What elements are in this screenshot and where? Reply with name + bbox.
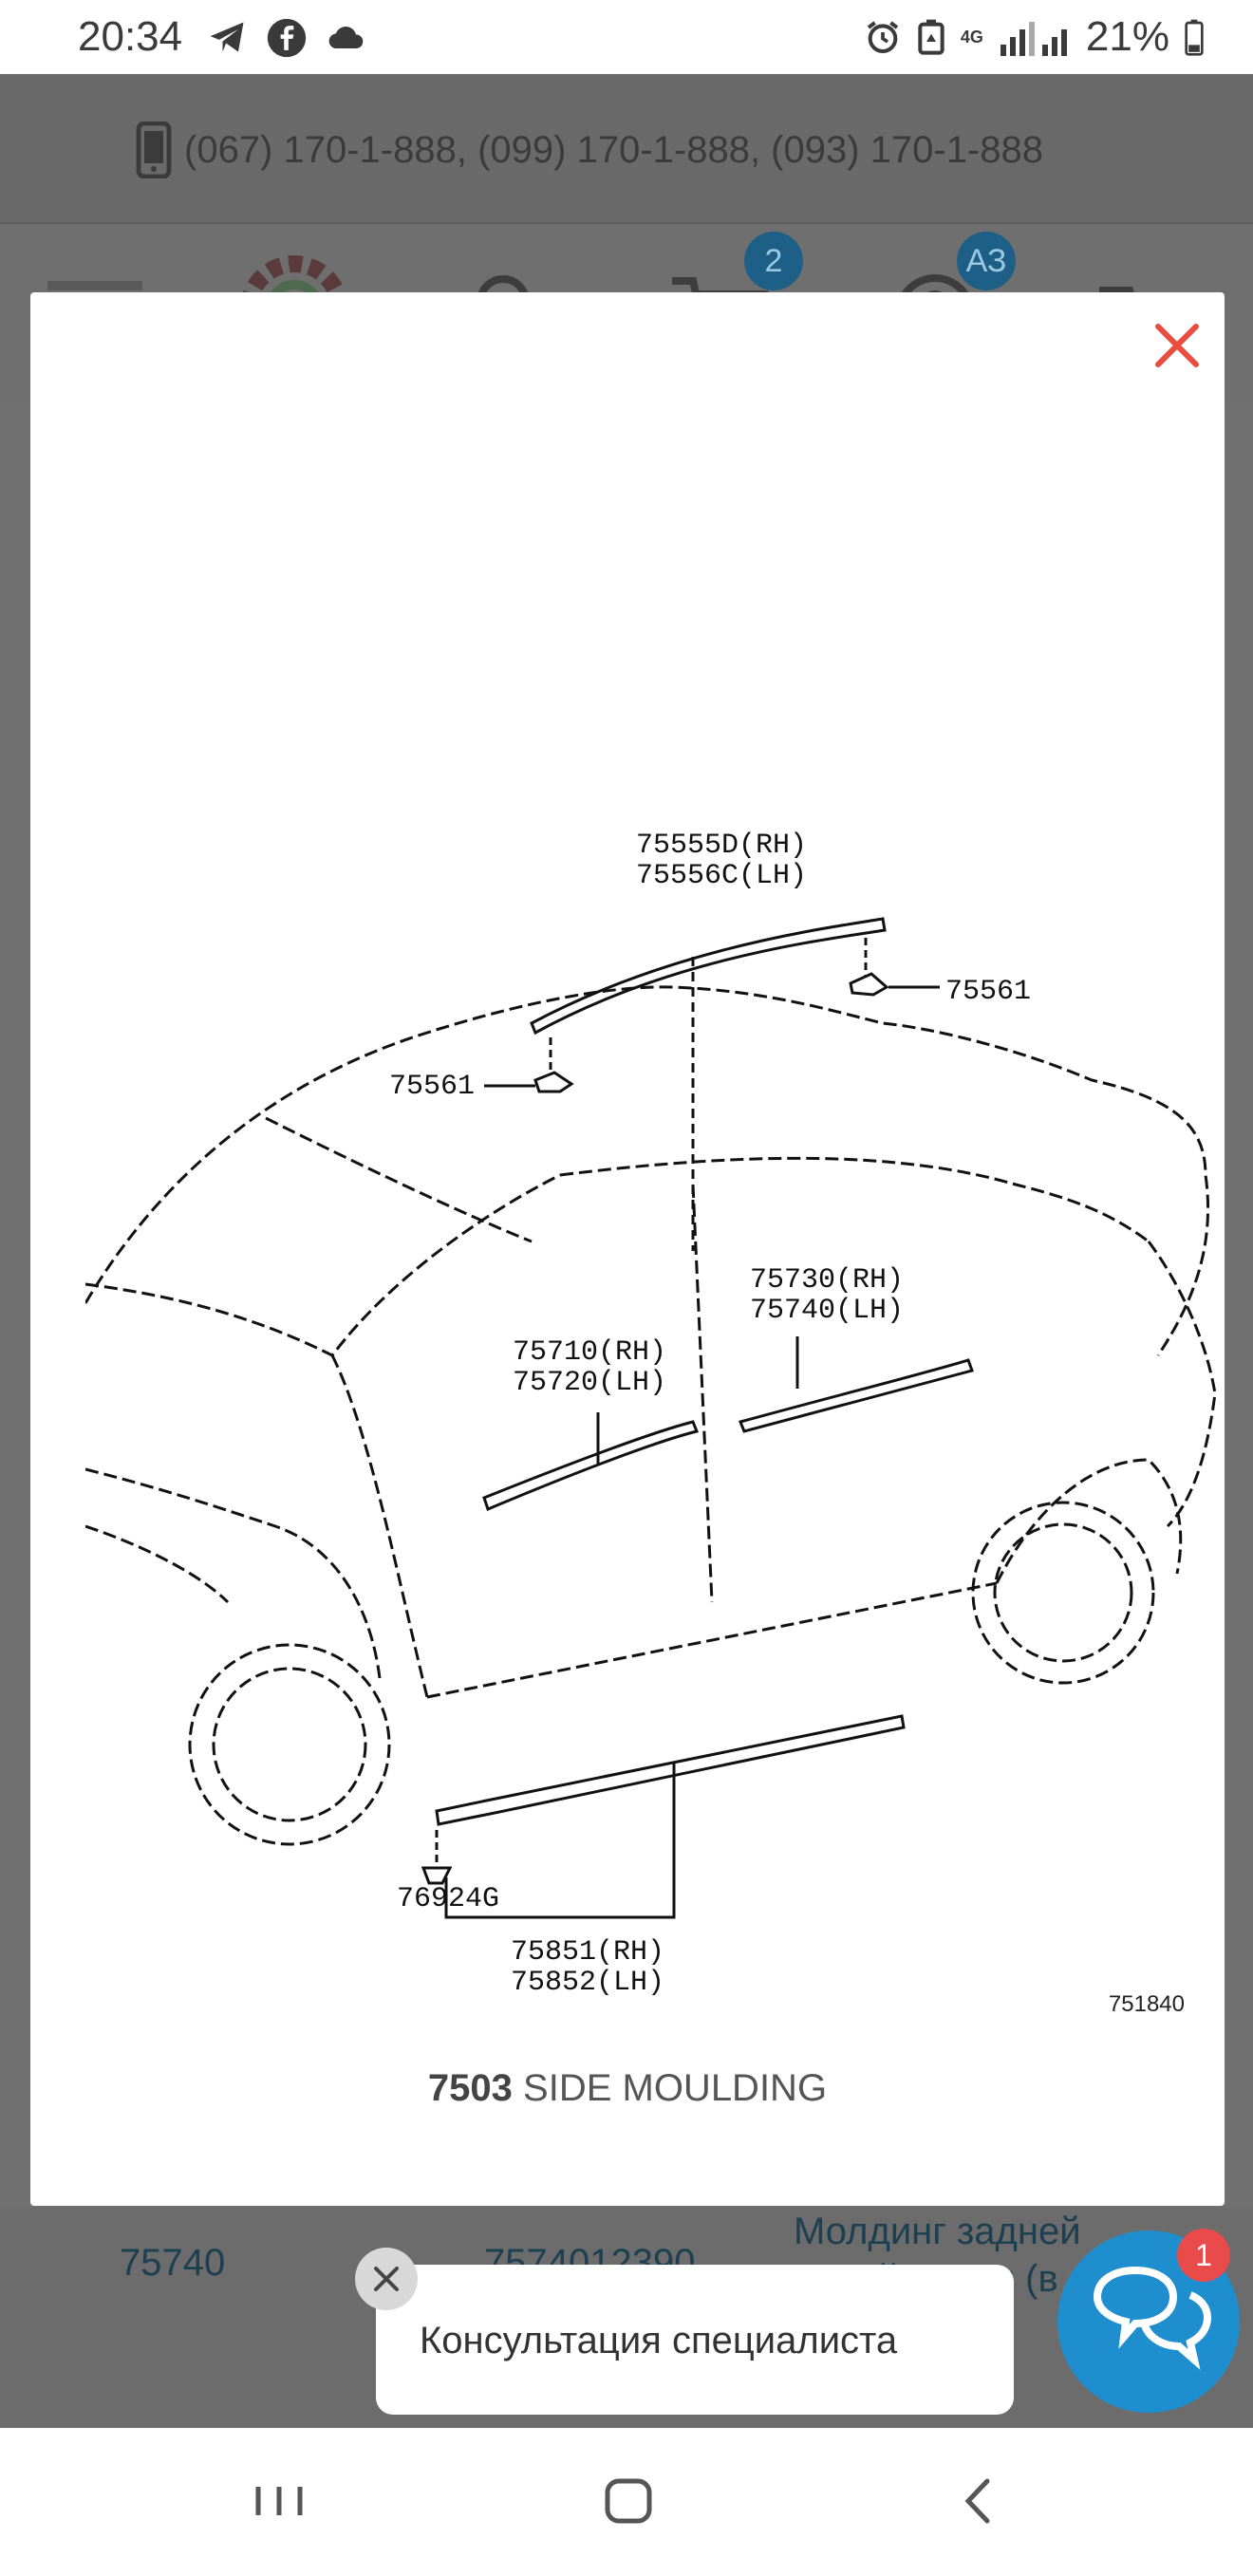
network-type: 4G <box>960 27 983 47</box>
phone-numbers[interactable]: (067) 170-1-888, (099) 170-1-888, (093) … <box>135 121 1043 178</box>
roof-moulding-part <box>530 917 887 1251</box>
label-75740: 75740(LH) <box>750 1295 904 1327</box>
label-75851: 75851(RH) <box>511 1936 664 1969</box>
label-75852: 75852(LH) <box>511 1967 664 1999</box>
diagram-caption: 7503 SIDE MOULDING <box>30 2067 1225 2110</box>
menu-icon[interactable] <box>47 281 142 347</box>
car-body <box>85 985 1217 1699</box>
door-mouldings <box>482 1336 974 1512</box>
cloud-icon <box>328 26 364 48</box>
label-76924G: 76924G <box>397 1883 499 1915</box>
label-75561-left: 75561 <box>389 1071 475 1103</box>
label-75710: 75710(RH) <box>513 1336 666 1369</box>
phone-text[interactable]: (067) 170-1-888, (099) 170-1-888, (093) … <box>184 128 1044 171</box>
chat-bubbles-icon <box>1093 2266 1212 2371</box>
chat-prompt[interactable]: Консультация специалиста <box>376 2265 1014 2415</box>
alarm-icon <box>867 21 899 54</box>
system-nav-bar <box>0 2428 1253 2576</box>
signal-icon <box>1000 22 1067 56</box>
battery-icon <box>1185 19 1204 56</box>
status-time: 20:34 <box>78 13 183 60</box>
facebook-icon <box>267 18 307 58</box>
battery-saver-icon <box>918 19 944 55</box>
parts-diagram-modal: 75555D(RH) 75556C(LH) 75561 75561 75730(… <box>30 292 1225 2206</box>
side-moulding-diagram: 75555D(RH) 75556C(LH) 75561 75561 75730(… <box>85 830 1217 1999</box>
wheels <box>188 1501 1155 1846</box>
telegram-icon <box>210 22 244 52</box>
chat-unread-badge: 1 <box>1177 2229 1230 2282</box>
label-75561-right: 75561 <box>945 976 1031 1008</box>
recent-apps-icon[interactable] <box>241 2468 317 2534</box>
chat-prompt-close-icon[interactable] <box>355 2248 418 2310</box>
close-icon[interactable] <box>1143 311 1211 380</box>
diagram-code: 751840 <box>1108 1991 1185 2017</box>
battery-percent: 21% <box>1085 13 1169 60</box>
phone-icon <box>136 121 172 178</box>
caption-title: SIDE MOULDING <box>512 2067 828 2109</box>
user-badge: АЗ <box>957 232 1016 290</box>
label-75720: 75720(LH) <box>513 1367 666 1399</box>
label-75730: 75730(RH) <box>750 1264 904 1297</box>
back-icon[interactable] <box>942 2468 1018 2534</box>
status-bar: 20:34 4G 21% <box>0 0 1253 74</box>
label-75555D: 75555D(RH) <box>636 830 807 862</box>
cart-count-badge: 2 <box>744 232 803 290</box>
notification-icons <box>207 17 366 59</box>
clip-parts <box>484 972 940 1093</box>
rocker-moulding <box>421 1714 906 1919</box>
label-75556C: 75556C(LH) <box>636 860 807 892</box>
status-right: 4G 21% <box>864 13 1206 61</box>
chat-prompt-text: Консультация специалиста <box>420 2320 898 2361</box>
contact-bar: (067) 170-1-888, (099) 170-1-888, (093) … <box>0 74 1253 224</box>
part-number-cell: 75740 <box>120 2242 226 2284</box>
home-icon[interactable] <box>590 2468 666 2534</box>
caption-number: 7503 <box>427 2067 513 2109</box>
